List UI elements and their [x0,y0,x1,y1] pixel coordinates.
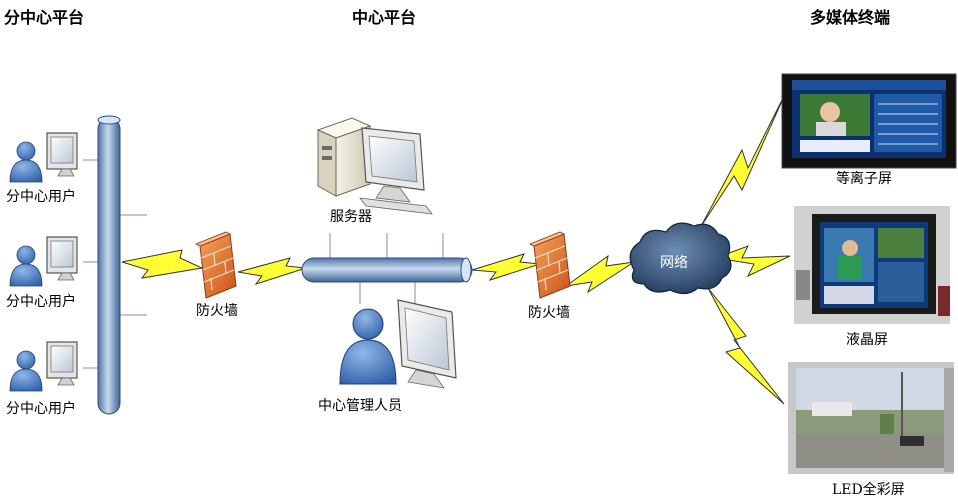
led-screen-image [788,362,954,474]
firewall-right-label: 防火墙 [528,305,570,321]
firewall-icon [529,231,571,299]
lcd-screen-label: 液晶屏 [846,332,888,348]
lightning-bolt-icon [707,287,785,405]
lightning-bolt-icon [699,91,787,229]
server-icon [316,117,433,215]
plasma-screen-image [781,73,957,169]
lightning-bolt-icon [471,253,541,281]
admin-user-icon [339,299,457,389]
server-label: 服务器 [330,209,372,225]
branch-user-3 [9,341,78,392]
branch-user-2 [9,236,78,287]
center-backbone [301,233,473,304]
firewall-left-label: 防火墙 [196,303,238,319]
header-center-platform: 中心平台 [352,8,417,27]
firewall-icon [195,231,237,299]
lightning-bolt-icon [121,249,204,279]
branch-user-label: 分中心用户 [6,294,76,310]
lightning-bolt-icon [237,257,307,285]
branch-user-1 [9,132,78,183]
network-label: 网络 [660,255,688,271]
led-screen-label: LED全彩屏 [832,482,905,498]
branch-user-label: 分中心用户 [6,189,76,205]
plasma-screen-label: 等离子屏 [836,171,892,187]
admin-label: 中心管理人员 [318,398,402,414]
header-branch-platform: 分中心平台 [4,8,85,27]
branch-backbone [83,115,147,415]
lightning-bolt-icon [565,254,635,294]
lightning-bolt-icon [714,245,791,278]
header-multimedia-terminal: 多媒体终端 [810,8,891,27]
lcd-screen-image [794,206,950,324]
network-cloud-icon [629,222,732,295]
branch-user-label: 分中心用户 [6,401,76,417]
